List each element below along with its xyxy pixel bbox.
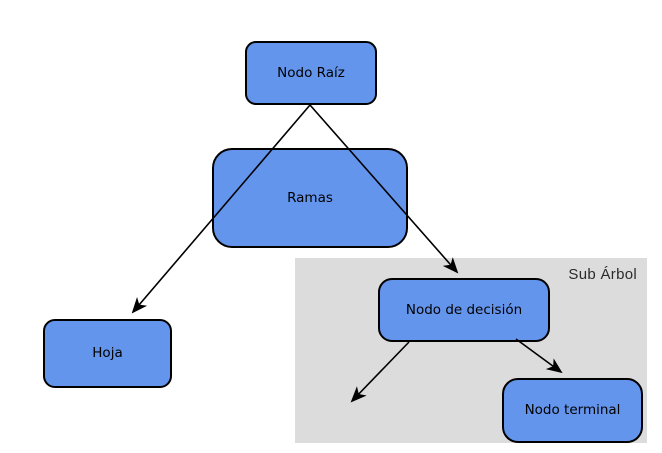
node-decision: Nodo de decisión [378, 278, 550, 342]
node-leaf: Hoja [43, 319, 172, 388]
node-leaf-label: Hoja [92, 345, 123, 362]
node-decision-label: Nodo de decisión [405, 301, 523, 318]
node-root: Nodo Raíz [245, 41, 377, 105]
node-terminal: Nodo terminal [502, 378, 643, 443]
subtree-label: Sub Árbol [568, 266, 637, 283]
node-terminal-label: Nodo terminal [524, 402, 621, 419]
node-branches-label: Ramas [287, 189, 333, 206]
node-branches: Ramas [212, 148, 408, 248]
node-root-label: Nodo Raíz [277, 64, 345, 81]
